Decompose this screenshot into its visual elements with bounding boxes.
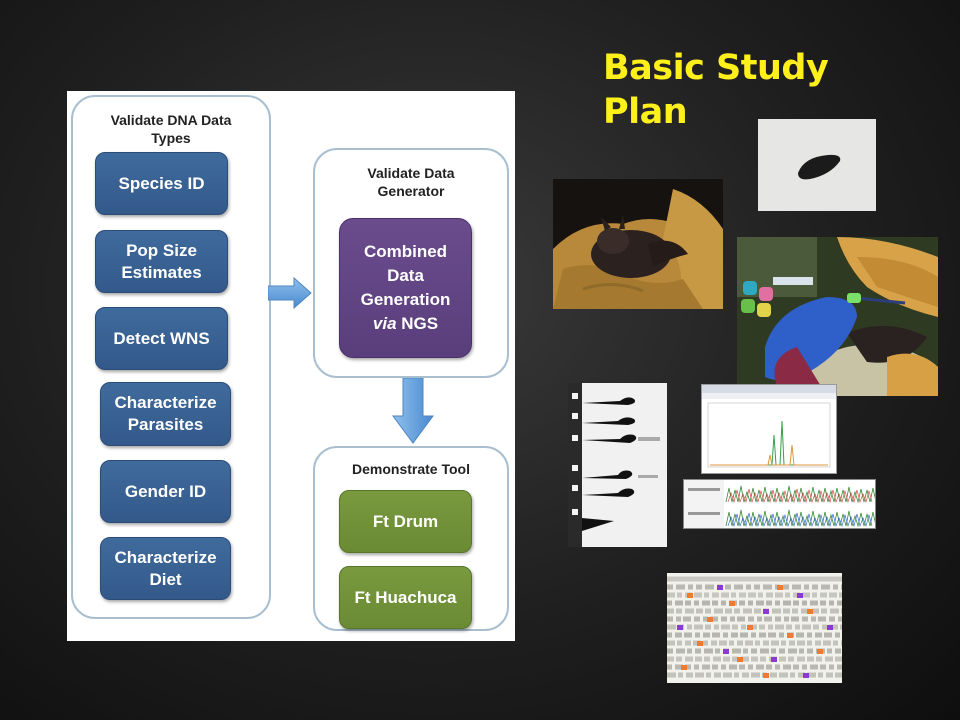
node-label: Characterize Parasites	[114, 393, 217, 434]
node-label: Combined Data Generation	[360, 242, 451, 309]
sequence-trace-icon	[684, 480, 875, 528]
dna-letters-icon	[667, 573, 842, 683]
node-gender-id: Gender ID	[100, 460, 231, 523]
bat-in-glove-photo	[553, 179, 723, 309]
node-label: Species ID	[118, 173, 205, 193]
gel-electrophoresis-photo	[568, 383, 667, 547]
down-arrow-icon	[392, 378, 434, 444]
node-label: Characterize Diet	[114, 547, 217, 589]
node-label: Detect WNS	[113, 328, 210, 348]
node-label-via: via	[372, 314, 397, 333]
guano-pellet-icon	[758, 119, 876, 211]
node-label: Pop Size Estimates	[121, 240, 202, 282]
node-pop-size-estimates: Pop Size Estimates	[95, 230, 228, 293]
right-arrow-icon	[268, 277, 312, 309]
peaks-chart-icon	[702, 385, 836, 473]
node-label: Ft Drum	[372, 511, 439, 531]
node-species-id: Species ID	[95, 152, 228, 215]
node-label-ngs: NGS	[396, 314, 439, 333]
node-characterize-diet: Characterize Diet	[100, 537, 231, 600]
bat-in-glove-icon	[553, 179, 723, 309]
guano-sample-photo	[758, 119, 876, 211]
node-combined-data-generation: Combined Data Generation via NGS	[339, 218, 472, 358]
sequence-trace-screenshot	[683, 479, 876, 529]
group-title-validate-data-generator: Validate Data Generator	[367, 165, 455, 199]
node-ft-drum: Ft Drum	[339, 490, 472, 553]
study-plan-diagram: Validate DNA Data Types Species ID Pop S…	[67, 91, 515, 641]
slide-title: Basic Study Plan	[603, 48, 829, 132]
group-title-validate-dna-data-types: Validate DNA Data Types	[110, 112, 232, 146]
node-label-via-ngs: via NGS	[340, 312, 471, 336]
bat-wing-swab-photo	[737, 237, 938, 396]
node-characterize-parasites: Characterize Parasites	[100, 382, 231, 446]
wing-swab-icon	[737, 237, 938, 396]
dna-sequence-letters-photo	[667, 573, 842, 683]
node-label: Gender ID	[124, 481, 207, 501]
node-ft-huachuca: Ft Huachuca	[339, 566, 472, 629]
chromatogram-peaks-screenshot	[701, 384, 837, 474]
gel-bands-icon	[568, 383, 667, 547]
node-detect-wns: Detect WNS	[95, 307, 228, 370]
node-label-wrap: Combined Data Generation via NGS	[340, 240, 471, 336]
node-label: Ft Huachuca	[354, 587, 457, 607]
group-title-demonstrate-tool: Demonstrate Tool	[352, 461, 470, 477]
